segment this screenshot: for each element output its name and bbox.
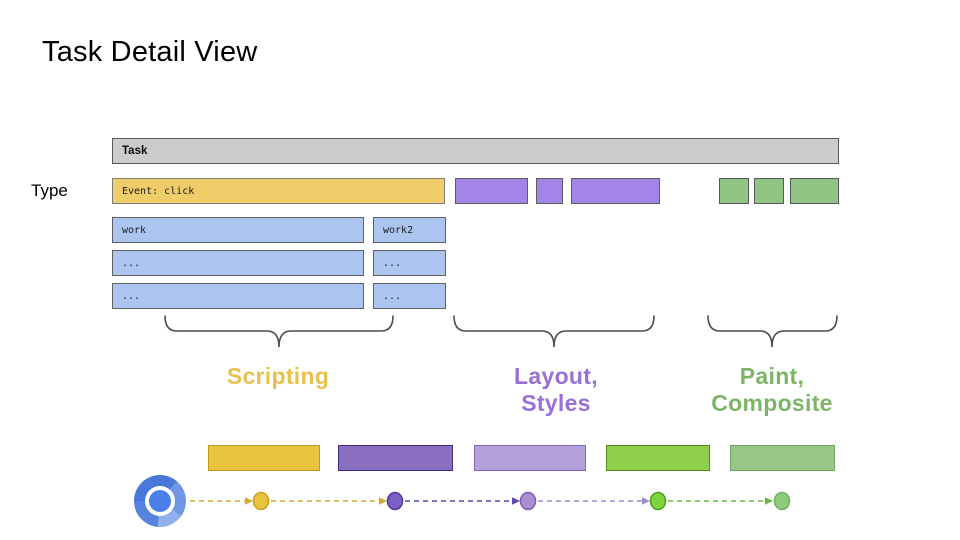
timeline [190, 491, 791, 511]
timeline-dots [252, 491, 791, 511]
page-title: Task Detail View [42, 36, 258, 68]
task-bar-label: Task [122, 145, 148, 157]
ellipsis-label: ... [122, 290, 141, 302]
event-click-bar: Event: click [112, 178, 445, 204]
group-label-line: Composite [711, 390, 833, 416]
arrowhead [765, 497, 773, 505]
paint-composite-group-label: Paint, Composite [672, 363, 872, 417]
timeline-arrowheads [245, 497, 773, 505]
timeline-dot-dark-purple [386, 491, 404, 511]
timeline-dot-light-purple [519, 491, 537, 511]
work-ellipsis-bar: ... [112, 250, 364, 276]
chromium-logo-core [149, 490, 171, 512]
chromium-logo-icon [134, 475, 186, 527]
timeline-dot-yellow [252, 491, 270, 511]
ellipsis-label: ... [383, 257, 402, 269]
paint-composite-bar [754, 178, 784, 204]
work2-bar-label: work2 [383, 224, 414, 236]
paint-composite-bar [719, 178, 749, 204]
group-label-line: Layout, [514, 363, 598, 389]
scripting-group-label: Scripting [178, 363, 378, 390]
brace-scripting [164, 315, 394, 348]
legend-swatch-yellow [208, 445, 320, 471]
work-ellipsis-bar: ... [373, 283, 446, 309]
arrowhead [379, 497, 387, 505]
timeline-dot-light-green [773, 491, 791, 511]
work-ellipsis-bar: ... [373, 250, 446, 276]
type-axis-label: Type [31, 181, 68, 200]
legend-swatch-dark-purple [338, 445, 453, 471]
group-label-line: Scripting [226, 363, 330, 389]
brace-layout-styles [453, 315, 655, 348]
legend-swatch-light-green [730, 445, 835, 471]
ellipsis-label: ... [122, 257, 141, 269]
timeline-dot-green [649, 491, 667, 511]
arrowhead [512, 497, 520, 505]
layout-styles-bar [571, 178, 660, 204]
work2-bar: work2 [373, 217, 446, 243]
brace-paint-composite [707, 315, 838, 348]
group-braces [164, 315, 838, 348]
work-ellipsis-bar: ... [112, 283, 364, 309]
legend-swatch-light-purple [474, 445, 586, 471]
work-bar-label: work [122, 224, 147, 236]
paint-composite-bar [790, 178, 839, 204]
layout-styles-bar [536, 178, 563, 204]
task-bar: Task [112, 138, 839, 164]
work-bar: work [112, 217, 364, 243]
group-label-line: Paint, [739, 363, 805, 389]
layout-styles-bar [455, 178, 528, 204]
layout-styles-group-label: Layout, Styles [456, 363, 656, 417]
group-label-line: Styles [521, 390, 591, 416]
legend-swatch-green [606, 445, 710, 471]
ellipsis-label: ... [383, 290, 402, 302]
arrowhead [642, 497, 650, 505]
arrowhead [245, 497, 253, 505]
event-click-label: Event: click [122, 185, 195, 197]
